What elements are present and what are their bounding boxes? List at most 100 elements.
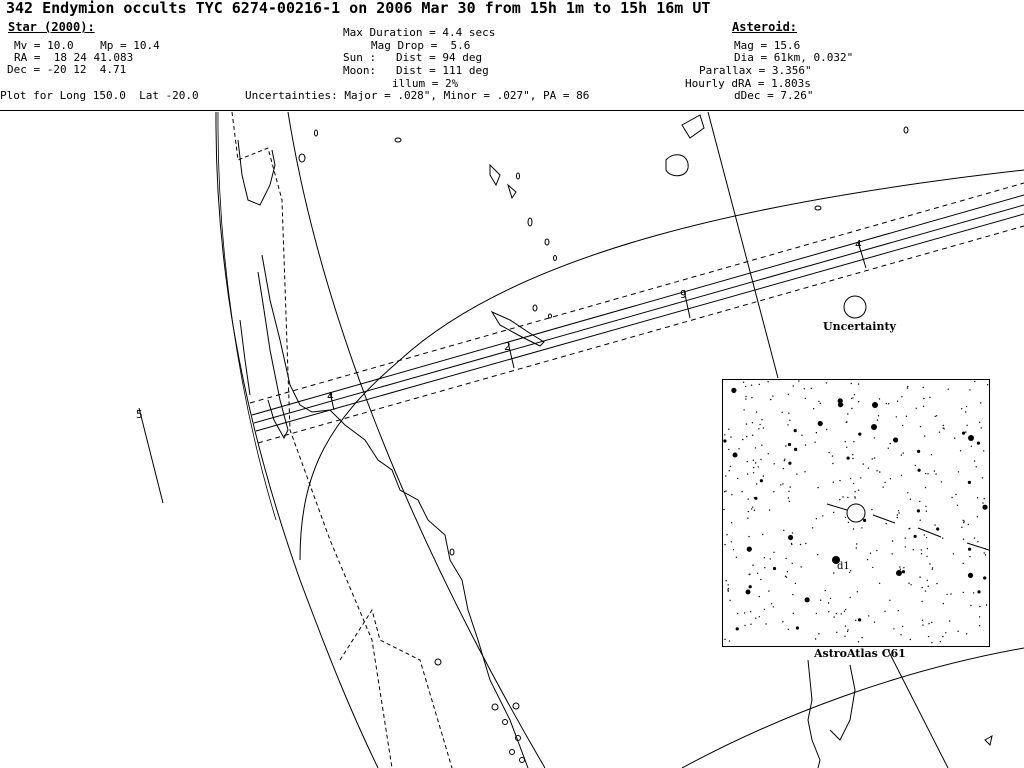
star-dot xyxy=(850,570,852,572)
star-dot xyxy=(789,419,791,421)
star-dot xyxy=(751,422,754,424)
star-dot xyxy=(749,573,751,575)
bright-star-dot xyxy=(832,556,840,564)
star-dot xyxy=(879,471,881,473)
asteroid-ddec: dDec = 7.26" xyxy=(734,89,814,102)
star-dot xyxy=(768,509,771,511)
star-dot xyxy=(744,385,747,388)
star-dot xyxy=(943,428,945,430)
path-time-tick xyxy=(683,289,691,319)
star-dot xyxy=(935,473,937,475)
star-dot xyxy=(924,486,927,489)
star-dot xyxy=(753,509,756,511)
star-dot xyxy=(730,541,733,543)
star-dot xyxy=(756,483,758,485)
star-dot xyxy=(829,597,832,600)
star-dot xyxy=(924,435,926,437)
bright-star-dot xyxy=(896,570,902,576)
star-dot xyxy=(877,415,880,417)
star-dot xyxy=(817,420,823,427)
star-dot xyxy=(858,401,860,403)
star-dot xyxy=(785,576,788,578)
star-dot xyxy=(977,590,981,594)
star-dot xyxy=(854,491,856,493)
star-dot xyxy=(915,407,917,409)
star-dot xyxy=(728,428,730,430)
star-dot xyxy=(742,438,744,441)
path-time-tick xyxy=(329,391,335,411)
star-dot xyxy=(814,638,817,640)
star-dot xyxy=(853,394,856,396)
star-dot xyxy=(724,638,726,640)
star-dot xyxy=(919,576,921,578)
star-dot xyxy=(942,424,944,427)
star-dot xyxy=(884,481,886,484)
star-dot xyxy=(861,637,863,639)
star-dot xyxy=(889,478,892,480)
star-dot xyxy=(871,508,873,511)
coastline xyxy=(261,254,529,768)
star-dot xyxy=(855,547,857,549)
star-dot xyxy=(925,505,927,508)
asteroid-track xyxy=(917,527,942,538)
star-dot xyxy=(732,549,735,551)
star-dot xyxy=(755,411,758,413)
star-dot xyxy=(979,421,981,423)
star-dot xyxy=(826,428,828,431)
star-dot xyxy=(728,448,730,451)
star-dot xyxy=(839,499,841,501)
star-dot xyxy=(752,472,755,474)
star-dot xyxy=(908,582,910,584)
star-dot xyxy=(817,554,819,556)
star-dot xyxy=(929,563,931,565)
star-dot xyxy=(752,564,754,566)
star-dot xyxy=(804,597,810,603)
star-dot xyxy=(803,388,805,390)
star-dot xyxy=(978,625,981,627)
star-dot xyxy=(924,590,927,592)
star-dot xyxy=(912,549,914,551)
star-dot xyxy=(725,580,727,582)
star-dot xyxy=(847,521,850,524)
star-dot xyxy=(955,493,957,496)
star-dot xyxy=(980,402,982,404)
star-dot xyxy=(752,506,754,508)
star-dot xyxy=(791,543,793,546)
star-dot xyxy=(852,482,855,485)
star-dot xyxy=(844,441,846,443)
star-dot xyxy=(852,454,854,456)
star-dot xyxy=(900,474,903,476)
star-dot xyxy=(815,612,818,615)
star-dot xyxy=(952,553,955,555)
star-dot xyxy=(744,612,746,614)
star-dot xyxy=(904,546,906,548)
star-dot xyxy=(903,567,905,569)
star-dot xyxy=(923,534,925,536)
star-dot xyxy=(968,547,972,551)
star-dot xyxy=(873,621,876,623)
star-dot xyxy=(815,432,818,434)
star-dot xyxy=(789,486,791,488)
star-dot xyxy=(888,403,890,405)
star-dot xyxy=(900,634,902,636)
star-dot xyxy=(946,593,948,596)
star-dot xyxy=(907,492,909,494)
star-dot xyxy=(754,496,758,500)
star-dot xyxy=(882,486,884,488)
star-dot xyxy=(969,555,971,558)
star-dot xyxy=(730,522,733,524)
star-dot xyxy=(917,449,921,453)
star-dot xyxy=(761,419,763,421)
star-dot xyxy=(793,429,797,433)
star-dot xyxy=(909,638,911,641)
star-dot xyxy=(844,635,846,637)
earth-limb-inner xyxy=(217,111,277,521)
star-dot xyxy=(970,604,972,607)
moon-illumination: illum = 2% xyxy=(392,77,459,90)
star-dot xyxy=(965,431,967,433)
star-dot xyxy=(920,553,923,555)
star-dot xyxy=(832,462,834,465)
star-dot xyxy=(751,397,753,399)
star-dot xyxy=(728,470,730,472)
star-dot xyxy=(876,470,878,472)
